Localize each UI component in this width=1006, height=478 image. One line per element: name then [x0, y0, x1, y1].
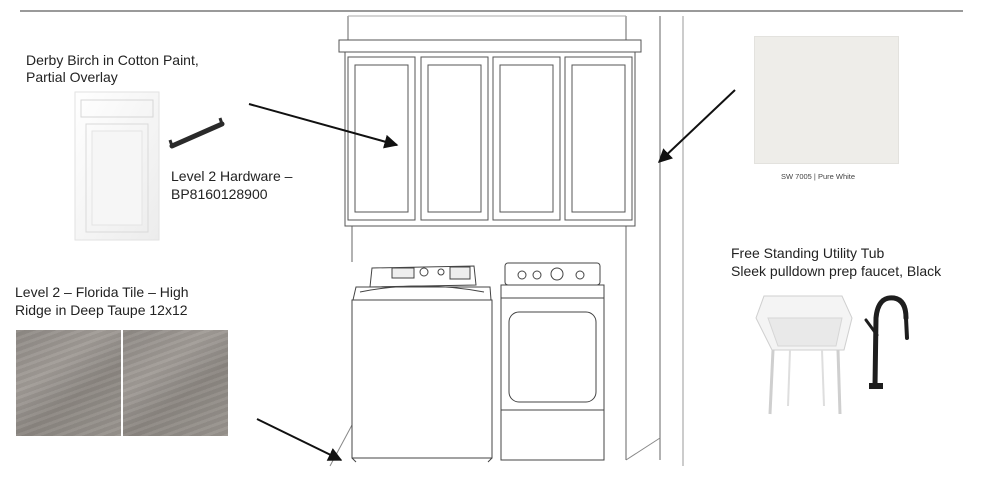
cabinet-label-line1: Derby Birch in Cotton Paint,	[26, 52, 199, 68]
pointer-arrows	[248, 89, 736, 461]
cabinet-door-sample	[74, 91, 160, 241]
tile-label-line1: Level 2 – Florida Tile – High	[15, 284, 189, 300]
upper-cabinets	[338, 39, 642, 227]
room-walls	[329, 15, 684, 467]
arrow-to-floor	[256, 418, 343, 461]
paint-swatch	[754, 36, 899, 164]
cabinet-label-line2: Partial Overlay	[26, 69, 118, 85]
arrow-to-cabinets	[248, 103, 399, 149]
faucet-image	[864, 295, 909, 389]
utility-tub-image	[755, 295, 853, 415]
tub-label-line2: Sleek pulldown prep faucet, Black	[731, 263, 942, 279]
washer-drawing	[351, 265, 493, 463]
hardware-pull-icon	[168, 117, 225, 149]
tile-sample-right	[123, 330, 228, 436]
paint-swatch-caption: SW 7005 | Pure White	[781, 172, 856, 181]
tub-label-line1: Free Standing Utility Tub	[731, 245, 885, 261]
hardware-label-line1: Level 2 Hardware –	[171, 168, 293, 184]
tile-sample-left	[16, 330, 121, 436]
arrow-to-wall	[657, 89, 736, 163]
dryer-drawing	[500, 262, 605, 461]
header-divider	[20, 10, 963, 12]
tile-label-line2: Ridge in Deep Taupe 12x12	[15, 302, 188, 318]
hardware-label-line2: BP8160128900	[171, 186, 268, 202]
